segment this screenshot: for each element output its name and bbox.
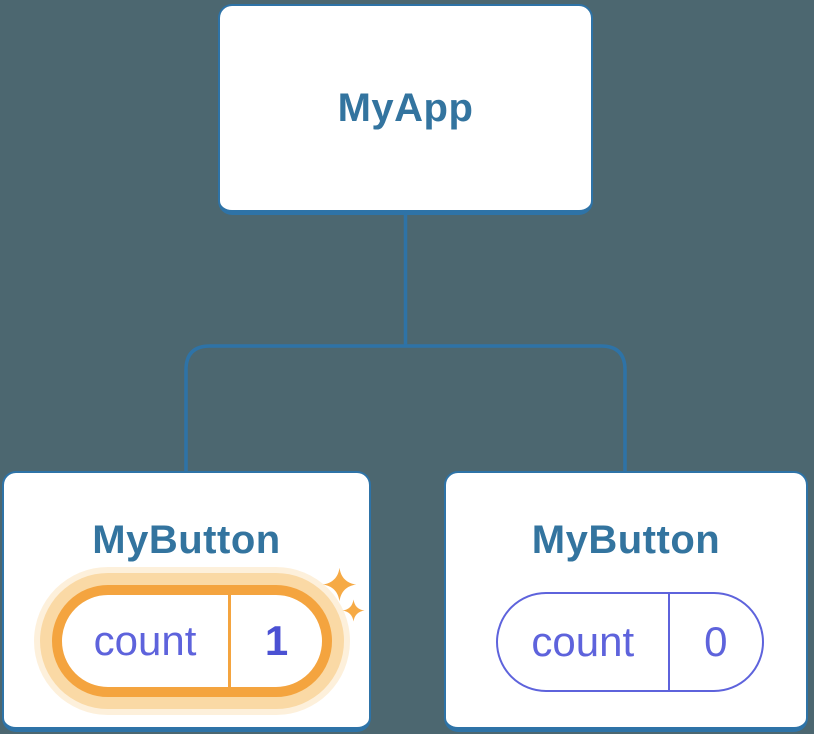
sparkle-icon-small [342,599,365,622]
state-key-label: count [62,595,231,687]
state-pill-highlighted: count 1 [52,585,332,697]
sparkle-icon-large [322,567,357,602]
tree-node-child-highlighted: MyButton count 1 [2,471,371,732]
tree-node-root: MyApp [218,4,593,215]
state-value: 1 [264,617,289,664]
root-node-label: MyApp [337,86,474,130]
child-node-label: MyButton [531,518,721,562]
tree-node-child-plain: MyButton count 0 [444,471,808,732]
child-node-label: MyButton [92,518,281,562]
state-key-label: count [498,594,670,690]
state-value: 0 [704,618,728,665]
state-pill: count 0 [496,592,764,692]
connector-branch-line [184,344,627,471]
